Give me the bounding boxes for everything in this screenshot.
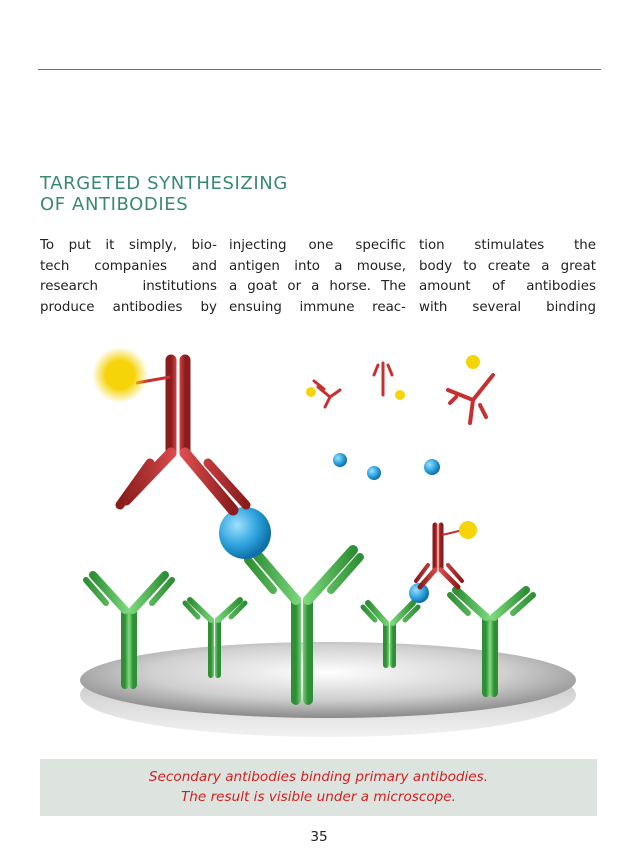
antigen-ball xyxy=(333,453,347,467)
text-column-1: To put it simply, bio- tech companies an… xyxy=(40,236,217,318)
text-line: injecting one specific xyxy=(229,238,406,253)
caption-line-1: Secondary antibodies binding primary ant… xyxy=(148,769,489,785)
text-line: a goat or a horse. The xyxy=(229,279,406,294)
text-line: research institutions xyxy=(40,279,217,294)
antigen-ball xyxy=(219,507,271,559)
secondary-antibody xyxy=(115,354,251,516)
antibody-illustration xyxy=(80,347,576,737)
figure-caption: Secondary antibodies binding primary ant… xyxy=(40,767,597,807)
text-column-2: injecting one specific antigen into a mo… xyxy=(229,236,406,318)
heading-line-2: OF ANTIBODIES xyxy=(40,194,189,215)
secondary-antibody xyxy=(312,379,342,409)
secondary-antibody xyxy=(446,373,495,425)
text-line: tech companies and xyxy=(40,258,217,274)
marker-sun-icon xyxy=(306,387,316,397)
primary-antibody xyxy=(182,597,248,678)
secondary-antibody xyxy=(372,361,394,397)
primary-antibody xyxy=(244,545,364,705)
primary-antibody xyxy=(447,586,536,697)
caption-line-2: The result is visible under a microscope… xyxy=(180,789,456,805)
text-line: tion stimulates the xyxy=(419,238,596,253)
antigen-ball xyxy=(409,583,429,603)
petri-plate xyxy=(80,642,576,737)
text-line: amount of antibodies xyxy=(419,279,596,294)
text-column-3: tion stimulates the body to create a gre… xyxy=(419,236,596,318)
text-line: with several binding xyxy=(419,299,596,315)
marker-sun-icon xyxy=(459,521,477,539)
top-rule xyxy=(38,69,601,70)
secondary-antibody xyxy=(414,522,464,590)
antigen-ball xyxy=(424,459,440,475)
text-line: To put it simply, bio- xyxy=(40,238,217,253)
marker-sun-icon xyxy=(466,355,480,369)
primary-antibody xyxy=(360,600,421,668)
heading-line-1: TARGETED SYNTHESIZING xyxy=(40,173,288,194)
primary-antibody xyxy=(83,571,175,689)
figure-caption-box: Secondary antibodies binding primary ant… xyxy=(40,759,597,816)
text-line: produce antibodies by xyxy=(40,299,217,315)
text-line: body to create a great xyxy=(419,258,596,274)
page-number: 35 xyxy=(310,829,328,845)
antigen-ball xyxy=(367,466,381,480)
marker-sun-icon xyxy=(92,347,148,403)
marker-sun-icon xyxy=(395,390,405,400)
text-line: antigen into a mouse, xyxy=(229,258,406,274)
section-heading: TARGETED SYNTHESIZING OF ANTIBODIES xyxy=(40,173,360,215)
text-line: ensuing immune reac- xyxy=(229,299,406,315)
